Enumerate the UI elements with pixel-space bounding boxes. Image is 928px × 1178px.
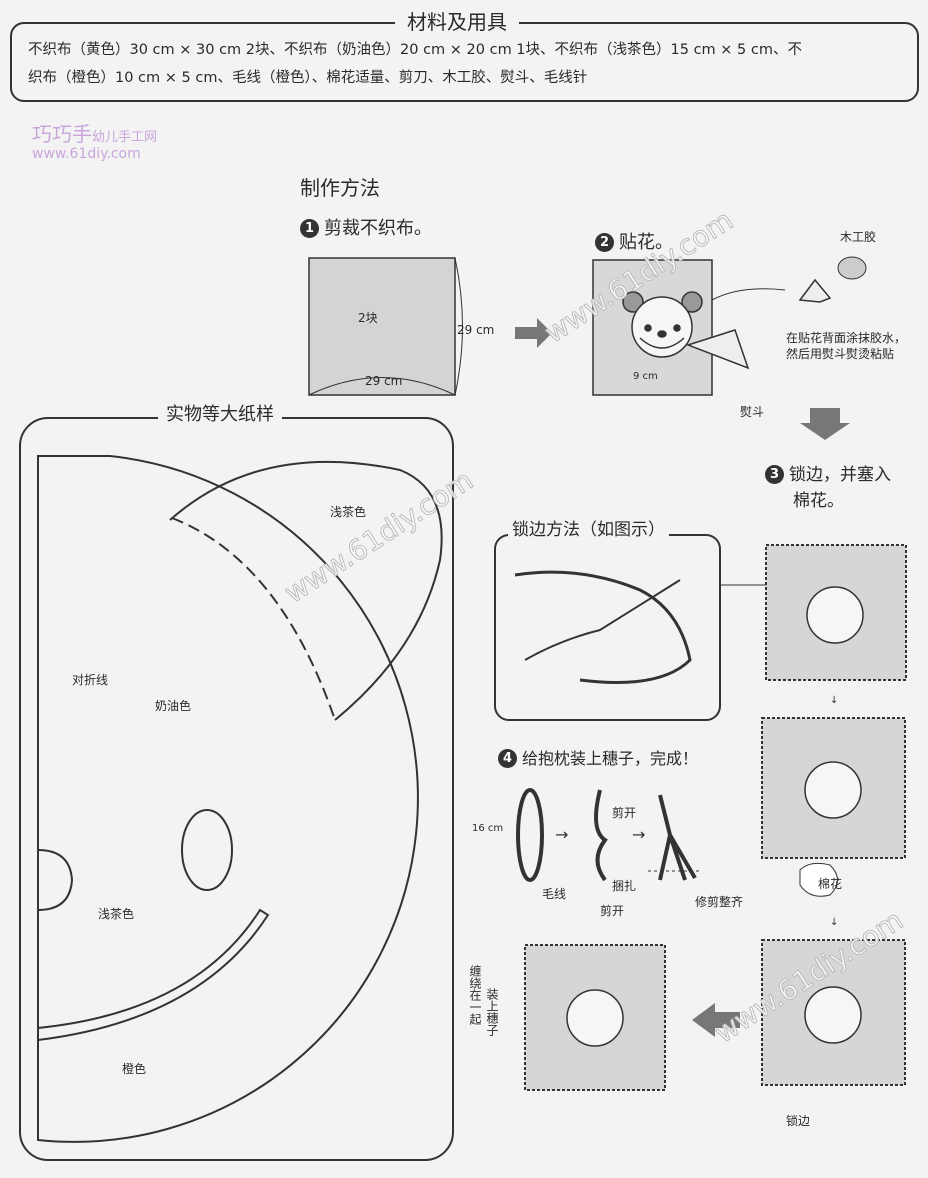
tassel-icon — [658, 794, 697, 881]
step3-text-1: 锁边，并塞入 — [789, 465, 891, 485]
step3-text-2: 棉花。 — [793, 491, 844, 511]
step3-number: 3 — [765, 465, 784, 484]
watermark-site-sub: 幼儿手工网 — [92, 130, 158, 145]
wrap-label: 缠绕在一起 — [468, 965, 482, 1025]
tie-label: 捆扎 — [612, 879, 637, 893]
ear-outline — [169, 460, 443, 721]
pattern-label-ear: 浅茶色 — [330, 505, 367, 519]
glue-note-2: 然后用熨斗熨烫粘贴 — [786, 347, 895, 361]
glue-label: 木工胶 — [840, 230, 877, 244]
step4-number: 4 — [498, 749, 517, 768]
step1-count: 2块 — [358, 311, 378, 325]
iron-label: 熨斗 — [740, 405, 765, 419]
glue-note-1: 在贴花背面涂抹胶水， — [786, 331, 907, 345]
step1-heading: 1 剪裁不织布。 — [300, 214, 432, 240]
width-dimension-line — [308, 377, 456, 396]
stitch-method-box — [494, 534, 721, 721]
svg-text:→: → — [632, 825, 645, 844]
svg-text:↓: ↓ — [830, 695, 838, 706]
step4-heading: 4 给抱枕装上穗子，完成！ — [498, 745, 698, 769]
left-arrow-icon — [692, 1003, 740, 1037]
materials-title: 材料及用具 — [395, 6, 519, 35]
bear-faces — [566, 586, 864, 1047]
cut-top-label: 剪开 — [612, 806, 637, 820]
materials-line-2: 织布（橙色）10 cm × 5 cm、毛线（橙色）、棉花适量、剪刀、木工胶、熨斗… — [28, 70, 588, 86]
height-dimension-line — [454, 257, 463, 396]
eye-outline — [181, 809, 233, 891]
glue-bottle-icon — [798, 278, 832, 303]
nose-outline — [37, 849, 74, 911]
attach-tassel-label: 装上穗子 — [485, 988, 499, 1036]
felt-square — [308, 257, 456, 396]
step1-text: 剪裁不织布。 — [324, 218, 432, 239]
down-arrow-icon — [800, 408, 850, 440]
step2-number: 2 — [595, 233, 614, 252]
yarn-label: 毛线 — [542, 887, 567, 901]
yarn-length: 16 cm — [472, 823, 504, 834]
step4-text: 给抱枕装上穗子，完成！ — [522, 749, 699, 768]
svg-text:↓: ↓ — [830, 917, 838, 928]
tied-yarn-icon — [594, 789, 608, 882]
watermark-url: www.61diy.com — [32, 146, 141, 162]
edge-label: 锁边 — [786, 1114, 811, 1128]
watermark-logo: 巧巧手幼儿手工网 — [32, 118, 157, 147]
method-title: 制作方法 — [300, 176, 380, 200]
right-arrow-icon — [515, 318, 552, 348]
mouth-outline — [37, 908, 270, 1041]
step3-heading: 3 锁边，并塞入 — [765, 460, 891, 485]
step2-heading: 2 贴花。 — [595, 228, 673, 254]
materials-line-1: 不织布（黄色）30 cm × 30 cm 2块、不织布（奶油色）20 cm × … — [28, 42, 802, 58]
stitch-method-title: 锁边方法（如图示） — [508, 515, 669, 540]
face-half-outline — [37, 455, 419, 1143]
pattern-label-mouth: 橙色 — [122, 1062, 147, 1076]
applique-size: 9 cm — [633, 371, 658, 382]
watermark-site-name: 巧巧手 — [32, 122, 92, 146]
bear-face-icon — [622, 291, 703, 358]
pattern-label-nose: 浅茶色 — [98, 907, 135, 921]
iron-icon — [685, 329, 750, 370]
step1-number: 1 — [300, 219, 319, 238]
cotton-icon — [799, 862, 838, 897]
yarn-loop-icon — [516, 788, 544, 882]
ear-dashed-line — [171, 517, 336, 721]
pattern-title: 实物等大纸样 — [158, 400, 282, 426]
needle-icon — [524, 579, 681, 661]
cotton-label: 棉花 — [818, 877, 843, 891]
cut-bottom-label: 剪开 — [600, 904, 625, 918]
step2-text: 贴花。 — [619, 232, 673, 253]
svg-text:→: → — [555, 825, 568, 844]
step1-height: 29 cm — [457, 323, 495, 337]
trim-label: 修剪整齐 — [695, 895, 744, 909]
pattern-label-fold-line: 对折线 — [72, 673, 109, 687]
pattern-label-face: 奶油色 — [155, 699, 192, 713]
stitch-thread — [514, 570, 692, 684]
step1-width: 29 cm — [365, 374, 403, 388]
